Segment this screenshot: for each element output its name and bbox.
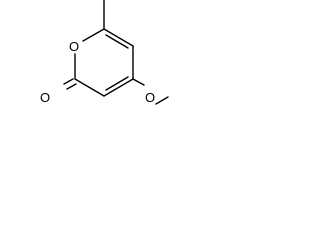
bond-c6-c5-inner [105, 34, 129, 49]
bond-c2-carbonyl-o [63, 78, 74, 85]
bond-c6-c5 [103, 28, 134, 47]
bond-c2-carbonyl-o-inner [66, 83, 77, 90]
bond-c3-c2 [74, 78, 105, 97]
bond-c4-c3-inner [105, 76, 129, 91]
bond-methoxy-o-ch3 [155, 96, 169, 105]
bonds [63, 0, 169, 105]
bond-c4-methoxy-o [132, 78, 145, 86]
ring-oxygen-label: O [69, 39, 79, 54]
methoxy-oxygen-label: O [145, 90, 155, 105]
bond-c4-c3 [103, 78, 134, 97]
bond-ring-o-c6 [82, 28, 105, 42]
structure-diagram: O O O [40, 0, 169, 105]
carbonyl-oxygen-label: O [40, 90, 50, 105]
atom-labels: O O O [40, 39, 155, 105]
